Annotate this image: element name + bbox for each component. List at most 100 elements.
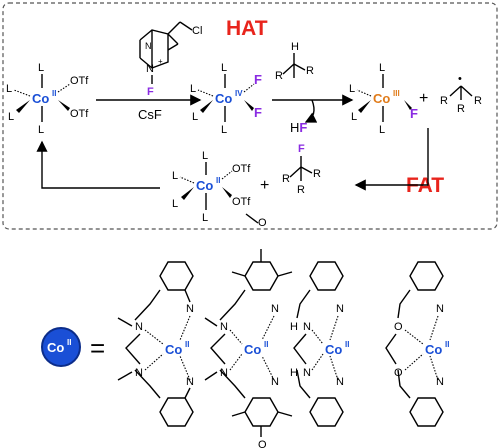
ox-state: II [264,340,268,349]
selectfluor-structure: N N + Cl F [139,21,202,98]
r-group: R [306,65,314,77]
coIV-difluoride: Co IV L L L L F F [190,62,262,136]
complex-n-methyl: N N N N Co II [117,261,194,427]
ligand-label: L [192,111,198,123]
r-group: R [275,70,283,82]
ligand-label: L [172,198,178,210]
fluorine-label: F [254,105,262,120]
fluorine-label: F [147,86,154,98]
ligand-label: L [172,170,178,182]
co-ii-badge: Co II [41,327,81,367]
hf-release-arrow [304,99,318,123]
ether-o: O [394,321,403,333]
r-group: R [474,95,482,107]
plus-charge: + [158,57,163,66]
amine-n: N [135,367,143,379]
coIII-fluoride: Co III L L L L F [349,62,418,136]
radical-dot: • [458,73,462,85]
ox-state: II [185,340,189,349]
ligand-label: L [38,62,44,74]
otf-label: OTf [232,163,251,175]
ox-state: II [216,176,220,185]
n-atom-charged: N [146,63,154,75]
pyridine-n: N [186,303,194,315]
badge-co: Co [47,340,64,355]
cobalt-atom: Co [196,178,213,193]
csf-reagent: CsF [138,107,162,122]
ligand-label: L [38,124,44,136]
r-group: R [440,95,448,107]
coII-otf-complex-left: Co II L L L L OTf OTf [6,62,89,136]
ox-state: IV [235,89,243,98]
hat-title: HAT [226,17,268,40]
otf-label: OTf [70,108,89,120]
ligand-label: L [8,111,14,123]
substrate-alkane: H R R [275,41,314,82]
pyridine-n: N [336,303,344,315]
cobalt-atom: Co [325,342,342,357]
fluorine-label: F [298,143,305,155]
pyridine-n: N [186,376,194,388]
ligand-label: L [379,124,385,136]
fluorine-label: F [254,72,262,87]
pyridine-n: N [436,376,444,388]
otf-label: OTf [232,196,251,208]
cobalt-atom: Co [244,342,261,357]
pyridine-n: N [336,376,344,388]
amine-n: N [303,367,311,379]
coII-otf-complex-bottom: Co II L L L L OTf OTf [172,150,251,224]
pyridine-n: N [271,376,279,388]
amine-n: N [303,321,311,333]
r-group: R [297,184,305,196]
nh-h: H [290,367,298,379]
ligand-label: L [349,83,355,95]
ligand-label: L [351,111,357,123]
ligand-label: L [221,62,227,74]
fluorine-label: F [410,106,418,121]
ox-state: II [445,340,449,349]
amine-n: N [220,367,228,379]
ox-state: III [393,89,400,98]
alkyl-radical: • R R R [440,73,482,115]
pyridine-n: N [271,303,279,315]
methoxy-o: O [258,439,267,448]
plus-sign: + [419,90,428,107]
otf-label: OTf [70,75,89,87]
ox-state: II [52,89,56,98]
csf-label: CsF [138,107,162,122]
equals-sign: = [90,333,105,363]
arrow-fat [354,128,429,191]
hf-label: HF [290,120,307,135]
n-atom: N [145,41,152,51]
ligand-label: L [202,150,208,162]
r-group: R [313,168,321,180]
nh-h: H [290,321,298,333]
amine-n: N [135,321,143,333]
ox-state: II [345,340,349,349]
ligand-label: L [6,83,12,95]
fluorinated-product: F R R R [282,143,321,196]
arrow-regeneration [36,140,160,189]
plus-sign: + [260,177,269,194]
methoxy-o: O [258,217,267,229]
ether-o: O [394,367,403,379]
ligand-label: L [202,212,208,224]
ligand-label: L [379,62,385,74]
ligand-label: L [190,83,196,95]
ligand-label: L [221,124,227,136]
r-group: R [282,173,290,185]
catalytic-cycle-box [2,2,498,230]
cobalt-atom: Co [425,342,442,357]
cobalt-atom: Co [32,91,49,106]
r-group: R [457,103,465,115]
cobalt-atom: Co [215,91,232,106]
amine-n: N [220,321,228,333]
complex-methoxy-pyridine: O O N N N N Co II [204,213,293,448]
cobalt-atom: Co [165,342,182,357]
complex-ether-o: N N O O Co II [385,261,449,427]
badge-ox: II [67,338,71,347]
h-atom: H [291,41,299,53]
complex-n-h: N N H N H N Co II [290,261,349,427]
pyridine-n: N [436,303,444,315]
